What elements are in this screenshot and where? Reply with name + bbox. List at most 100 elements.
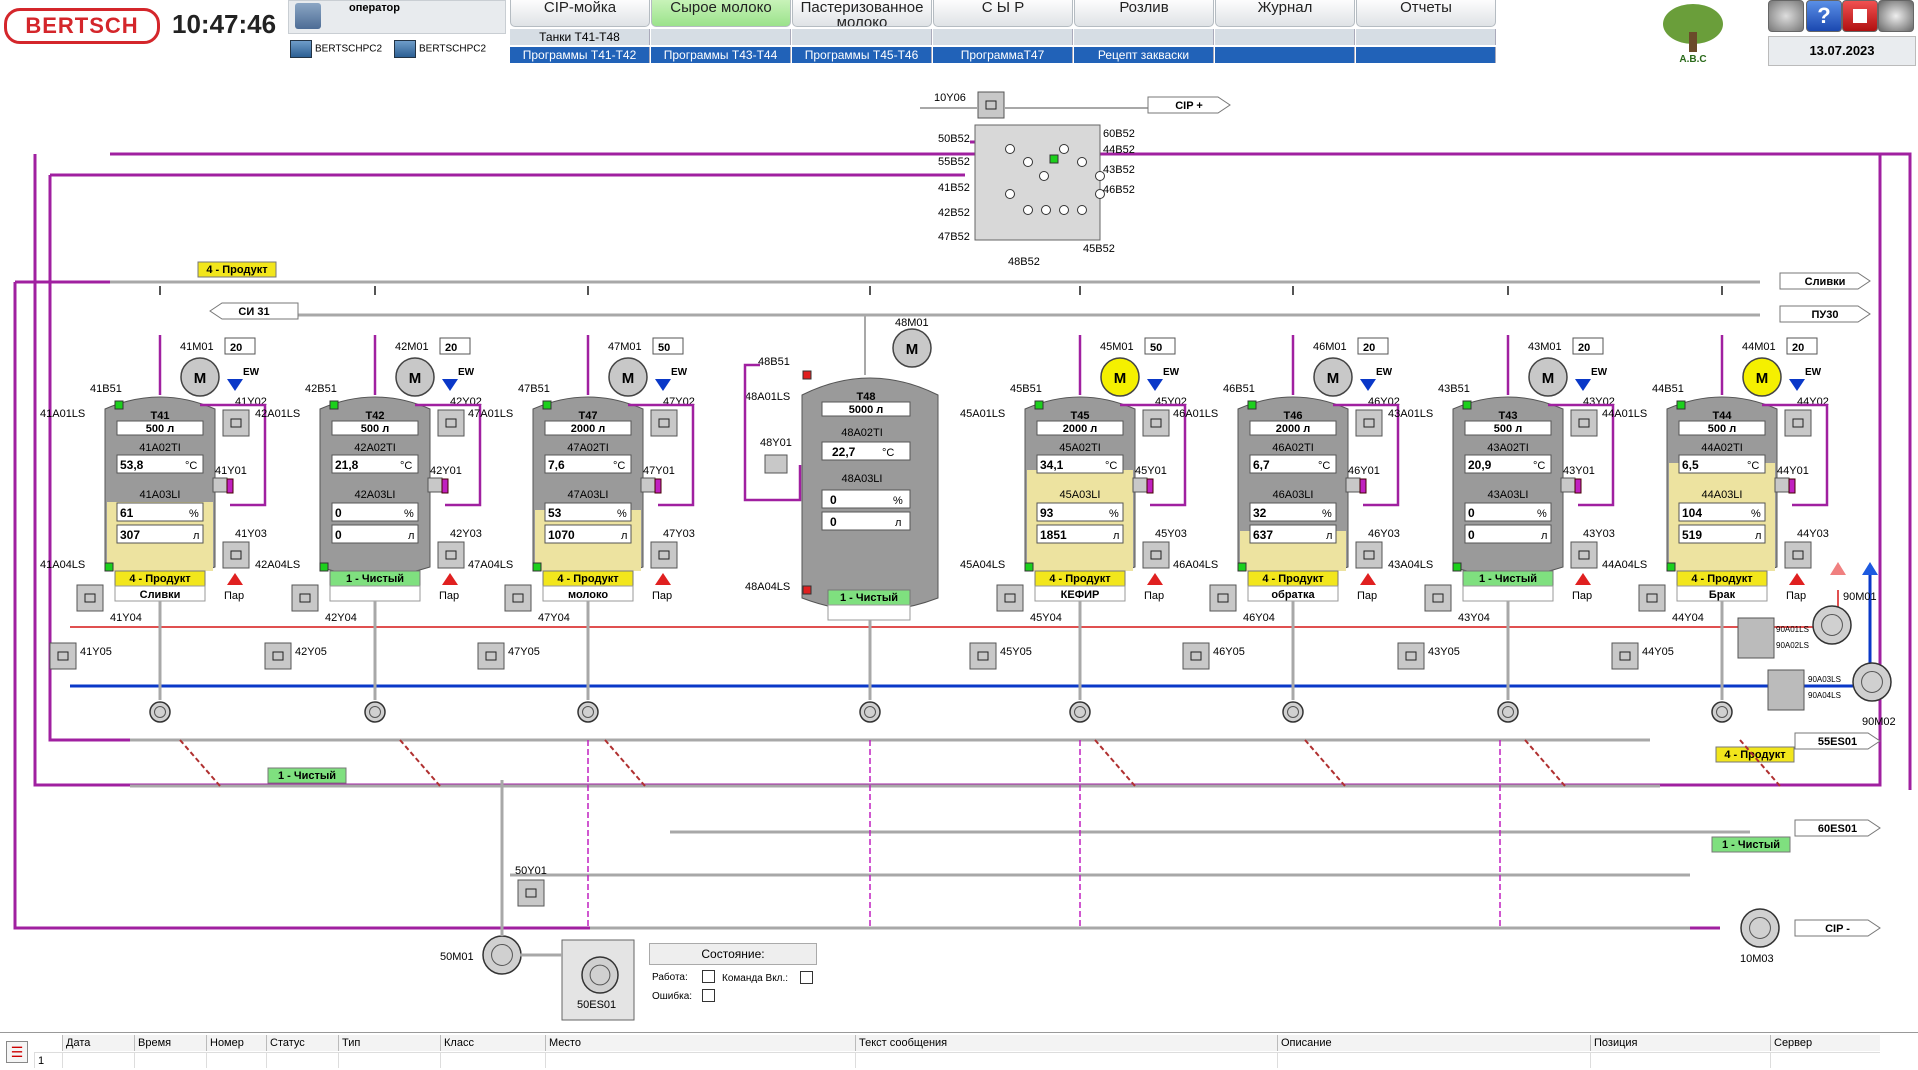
- tank-t45-led-top: [1034, 400, 1044, 410]
- subtab-top-6[interactable]: [1215, 29, 1355, 45]
- tank-t44-temp: 6,5: [1682, 458, 1699, 472]
- tank-t47-lit-box: [544, 524, 632, 544]
- manifold-tag-55B52: 55B52: [938, 156, 970, 168]
- alarm-header-6[interactable]: Класс: [440, 1035, 545, 1051]
- alarm-header-9[interactable]: Описание: [1277, 1035, 1590, 1051]
- tank-t43-vol-box: [1464, 420, 1552, 436]
- exit-button[interactable]: [1878, 0, 1914, 32]
- tank-t45-speed-box: [1144, 337, 1176, 355]
- manifold-tag-47B52: 47B52: [938, 231, 970, 243]
- tank-t47-speed-box: [652, 337, 684, 355]
- subtab-program-5[interactable]: Рецепт закваски: [1074, 47, 1214, 63]
- tank-t48-temp: 22,7: [832, 445, 856, 459]
- tank-t47-b51: 47B51: [518, 383, 550, 395]
- tank-t45-motor-icon: [1100, 357, 1140, 397]
- alarm-header-10[interactable]: Позиция: [1590, 1035, 1770, 1051]
- subtab-program-3[interactable]: Программы Т45-Т46: [792, 47, 932, 63]
- subtab-program-2[interactable]: Программы Т43-Т44: [651, 47, 791, 63]
- valve-core: [1004, 593, 1016, 603]
- settings-button[interactable]: [1768, 0, 1804, 32]
- error-checkbox[interactable]: [702, 989, 715, 1002]
- subtab-top-4[interactable]: [933, 29, 1073, 45]
- tank-t43-li-tag: 43A03LI: [1488, 489, 1529, 501]
- tank-t41-id: T41: [151, 410, 170, 422]
- tab-7[interactable]: Отчеты: [1356, 0, 1496, 27]
- subtab-program-6[interactable]: [1215, 47, 1355, 63]
- line-tag-clean-2-bg: [1711, 836, 1791, 853]
- alarm-header-5[interactable]: Тип: [338, 1035, 440, 1051]
- tank-t42-ls1: 42A01LS: [255, 408, 300, 420]
- tab-2[interactable]: Сырое молоко: [651, 0, 791, 27]
- subtab-program-1[interactable]: Программы Т41-Т42: [510, 47, 650, 63]
- tab-5[interactable]: Розлив: [1074, 0, 1214, 27]
- tank-t44-ls4: 44A04LS: [1602, 559, 1647, 571]
- tank-t47-motor-m: M: [622, 370, 635, 387]
- tank-t48-ls4: 48A04LS: [745, 581, 790, 593]
- alarm-list-icon[interactable]: ☰: [6, 1041, 28, 1063]
- subtab-top-5[interactable]: [1074, 29, 1214, 45]
- stop-button[interactable]: [1842, 0, 1878, 32]
- valve-10y06: [977, 91, 1005, 119]
- alarm-header-3[interactable]: Номер: [206, 1035, 266, 1051]
- tank-t42-outlet-valve-icon: [364, 701, 386, 723]
- tank-t45-temp-unit: °C: [1105, 460, 1117, 472]
- tank-t41-loop: [200, 403, 267, 507]
- tank-t47-product: молоко: [568, 589, 608, 601]
- alarm-cell: [62, 1052, 134, 1068]
- line-tag-product-1-bg: [197, 261, 277, 278]
- tank-t43-ew: EW: [1591, 367, 1608, 378]
- tank-t45-pct-box: [1036, 502, 1124, 522]
- alarm-header-11[interactable]: Сервер: [1770, 1035, 1880, 1051]
- valve-core: [1432, 593, 1444, 603]
- tab-6[interactable]: Журнал: [1215, 0, 1355, 27]
- heater-50es01-icon: [581, 956, 619, 994]
- subtab-program-4[interactable]: ПрограммаТ47: [933, 47, 1073, 63]
- cross-link: [1094, 739, 1136, 787]
- alarm-header-7[interactable]: Место: [545, 1035, 855, 1051]
- alarm-header-4[interactable]: Статус: [266, 1035, 338, 1051]
- subtab-program-7[interactable]: [1356, 47, 1496, 63]
- tank-t47-pct: 53: [548, 506, 562, 520]
- help-button[interactable]: ?: [1806, 0, 1842, 32]
- subtab-top-7[interactable]: [1356, 29, 1496, 45]
- tank-t41-valve-y05: [49, 642, 77, 670]
- tab-4[interactable]: С Ы Р: [933, 0, 1073, 27]
- tank-t47-led-top: [542, 400, 552, 410]
- tank-t41-lit: 307: [120, 528, 140, 542]
- tank-t47-ti-tag: 47A02TI: [567, 442, 609, 454]
- subtab-top-1[interactable]: Танки Т41-Т48: [510, 29, 650, 45]
- tank-t41-y05: 41Y05: [80, 646, 112, 658]
- alarm-header-1[interactable]: Дата: [62, 1035, 134, 1051]
- tank-t45-vol: 2000 л: [1063, 423, 1098, 435]
- tank-t44-ew-arrow-icon: [1789, 379, 1805, 391]
- pc-link-1[interactable]: BERTSCHPC2: [290, 40, 382, 58]
- work-checkbox[interactable]: [702, 970, 715, 983]
- valve-core: [1150, 550, 1162, 560]
- manifold-port: [1039, 171, 1049, 181]
- tank-t43-steam: Пар: [1572, 590, 1592, 602]
- tank-t47-y03: 47Y03: [663, 528, 695, 540]
- tank-t41-product: Сливки: [140, 589, 181, 601]
- tank-t45-status: 4 - Продукт: [1049, 573, 1111, 585]
- tank-t47-temp: 7,6: [548, 458, 565, 472]
- tank-t47-valve-y05: [477, 642, 505, 670]
- manifold-tag-41B52: 41B52: [938, 182, 970, 194]
- tank-t42-pct: 0: [335, 506, 342, 520]
- subtab-top-3[interactable]: [792, 29, 932, 45]
- pc-link-2[interactable]: BERTSCHPC2: [394, 40, 486, 58]
- cross-link: [1739, 739, 1781, 787]
- subtab-top-2[interactable]: [651, 29, 791, 45]
- alarm-header-8[interactable]: Текст сообщения: [855, 1035, 1277, 1051]
- tab-1[interactable]: CIP-мойка: [510, 0, 650, 27]
- tank-t46-product: обратка: [1271, 589, 1315, 601]
- valve-50y01-label: 50Y01: [515, 865, 547, 877]
- tab-3[interactable]: Пастеризованное молоко: [792, 0, 932, 27]
- command-checkbox[interactable]: [800, 971, 813, 984]
- valve-core: [1405, 651, 1417, 661]
- manifold-tag-43B52: 43B52: [1103, 164, 1135, 176]
- user-panel[interactable]: оператор: [288, 0, 506, 34]
- tank-t46-ew-arrow-icon: [1360, 379, 1376, 391]
- manifold-port: [1059, 205, 1069, 215]
- tank-t45-y03: 45Y03: [1155, 528, 1187, 540]
- alarm-header-2[interactable]: Время: [134, 1035, 206, 1051]
